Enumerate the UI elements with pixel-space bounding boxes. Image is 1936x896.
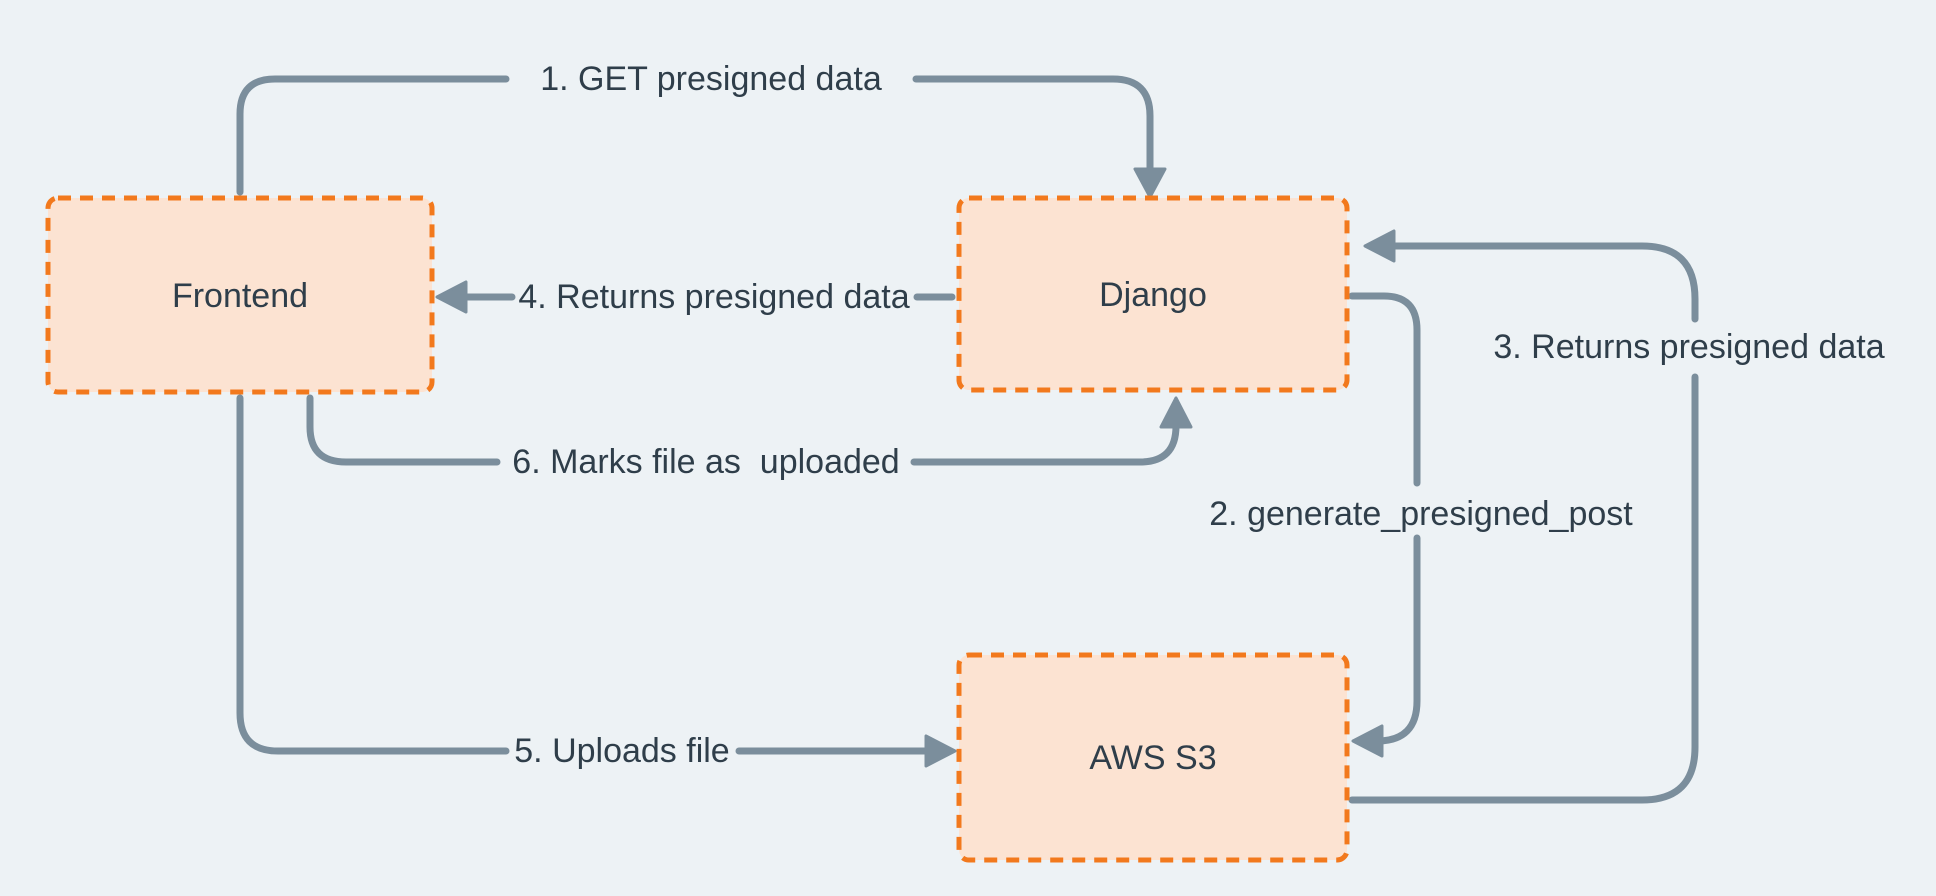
node-frontend-label: Frontend bbox=[172, 277, 308, 315]
edge-step1-segment-b bbox=[912, 75, 1154, 174]
node-aws-s3-box bbox=[956, 652, 1350, 863]
edge-step3-segment-b bbox=[1389, 242, 1699, 323]
edge-step4-label: 4. Returns presigned data bbox=[518, 278, 909, 316]
edge-step3-arrowhead bbox=[1363, 229, 1396, 263]
edge-step6-segment-b bbox=[910, 422, 1180, 466]
edge-step6-arrowhead bbox=[1159, 396, 1193, 429]
node-django-box bbox=[956, 195, 1350, 393]
edge-step2-arrowhead bbox=[1351, 724, 1384, 758]
edge-step1-arrowhead bbox=[1133, 167, 1167, 199]
edge-step2-segment-a bbox=[1348, 292, 1421, 487]
edge-step5-segment-a bbox=[236, 394, 510, 755]
edge-step3-label: 3. Returns presigned data bbox=[1493, 328, 1884, 366]
edge-labels-layer: 1. GET presigned data 4. Returns presign… bbox=[512, 60, 1884, 770]
edges-layer bbox=[236, 75, 1699, 804]
edge-step4-arrowhead bbox=[435, 280, 468, 314]
node-aws-s3-label: AWS S3 bbox=[1089, 739, 1216, 777]
edge-step1-label: 1. GET presigned data bbox=[540, 60, 882, 98]
nodes-layer: Frontend Django AWS S3 bbox=[45, 195, 1350, 863]
edge-step3-segment-a bbox=[1348, 373, 1699, 804]
node-frontend-box bbox=[45, 195, 435, 395]
edge-step6-segment-a bbox=[306, 394, 501, 466]
edge-step5-arrowhead bbox=[924, 734, 957, 768]
edge-step5-label: 5. Uploads file bbox=[514, 732, 729, 770]
edge-step6-label: 6. Marks file as uploaded bbox=[512, 443, 899, 481]
edge-step2-label: 2. generate_presigned_post bbox=[1209, 495, 1633, 533]
node-django-label: Django bbox=[1099, 276, 1207, 314]
edge-step2-segment-b bbox=[1373, 534, 1421, 745]
edge-step1-segment-a bbox=[236, 75, 510, 196]
